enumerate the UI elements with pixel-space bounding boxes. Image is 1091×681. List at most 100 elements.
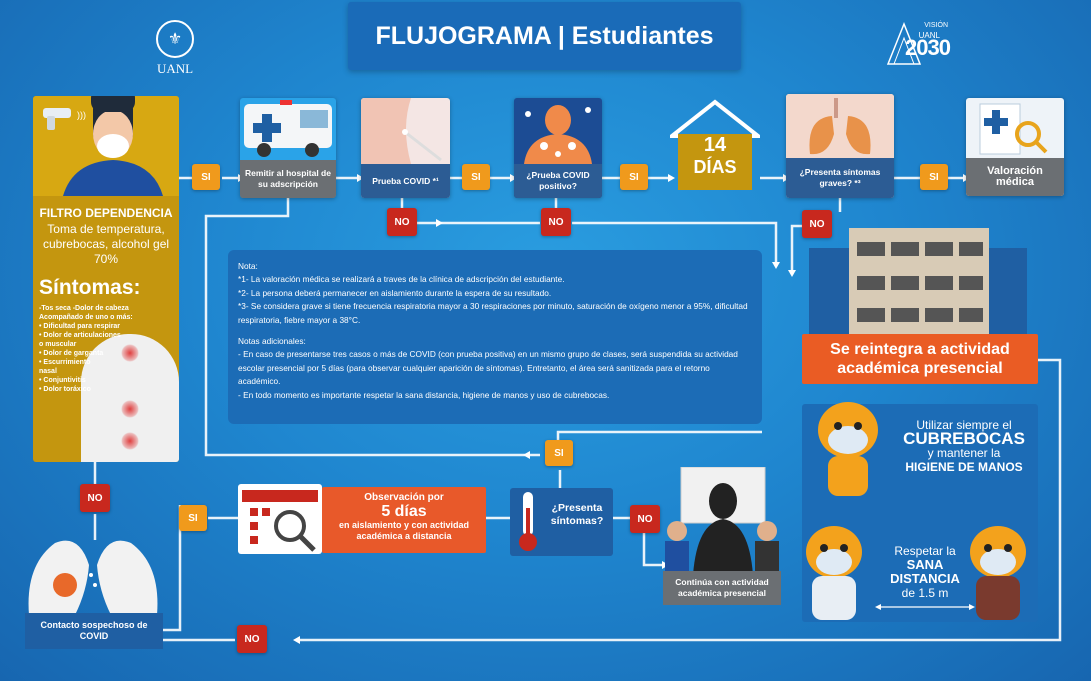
sintomas-title: Síntomas: <box>39 276 141 299</box>
uanl-logo: ⚜ UANL <box>150 20 200 80</box>
presenta-sintomas-label: ¿Presenta síntomas? <box>550 502 604 527</box>
tip-cubrebocas: Utilizar siempre el CUBREBOCAS y mantene… <box>894 418 1034 474</box>
vision-text: VISIÓN <box>924 22 948 29</box>
reintegra-banner: Se reintegra a actividad académica prese… <box>802 334 1038 384</box>
cuarentena-14-dias: 14 DÍAS <box>666 98 764 194</box>
prueba-positivo-card: ¿Prueba COVID positivo? <box>514 98 602 198</box>
prueba-card: Prueba COVID *¹ <box>361 98 450 198</box>
uanl-logo-text: UANL <box>156 61 194 76</box>
note-heading: Nota: <box>238 261 258 271</box>
additional-note: - En caso de presentarse tres casos o má… <box>238 349 738 387</box>
obs-title: Observación por <box>364 492 444 503</box>
classroom-icon <box>665 466 779 575</box>
sintoma-item: • Escurrimiento <box>39 359 91 366</box>
remitir-card: Remitir al hospital de su adscripción <box>240 98 336 198</box>
contacto-card: Contacto sospechoso de COVID <box>25 535 163 649</box>
valoracion-label: Valoración médica <box>966 158 1064 196</box>
tip2-line: de 1.5 m <box>901 586 949 600</box>
additional-heading: Notas adicionales: <box>238 336 306 347</box>
tip-sana-distancia: Respetar la SANA DISTANCIA de 1.5 m <box>872 544 978 614</box>
tip1-highlight: HIGIENE DE MANOS <box>905 460 1023 474</box>
prueba-label: Prueba COVID *¹ <box>361 164 450 198</box>
si-badge: SI <box>462 164 490 190</box>
calendar-magnifier-icon <box>242 490 318 552</box>
vision-2030-logo: VISIÓN UANL 2030 <box>884 18 954 76</box>
swab-test-icon <box>361 98 442 164</box>
distance-arrow-icon <box>875 604 975 610</box>
virus-spread-icon <box>28 540 158 615</box>
no-badge: NO <box>80 484 110 512</box>
ambulance-icon <box>244 100 332 157</box>
presenta-sintomas-card: ¿Presenta síntomas? <box>510 488 613 556</box>
vision-uanl-text: UANL <box>918 31 940 40</box>
remitir-label: Remitir al hospital de su adscripción <box>240 160 336 198</box>
graves-label: ¿Presenta síntomas graves? *³ <box>786 158 894 198</box>
no-badge: NO <box>802 210 832 238</box>
contacto-label: Contacto sospechoso de COVID <box>25 613 163 649</box>
tiger-mascot-icon <box>970 526 1026 620</box>
medical-document-icon <box>979 103 1048 155</box>
note-line: *3- Se considera grave si tiene frecuenc… <box>238 301 748 325</box>
lungs-icon <box>786 94 894 158</box>
sintoma-item: • Dolor de articulaciones <box>39 332 121 339</box>
tip1-line: Utilizar siempre el <box>916 418 1012 432</box>
dias-number: 14 <box>703 134 727 156</box>
sintoma-item: Acompañado de uno o más: <box>39 314 133 321</box>
no-badge: NO <box>387 208 417 236</box>
additional-note: - En todo momento es importante respetar… <box>238 389 610 400</box>
tips-panel: Utilizar siempre el CUBREBOCAS y mantene… <box>802 402 1038 622</box>
calendar-card <box>238 484 322 554</box>
tip2-line: Respetar la <box>894 544 956 558</box>
no-badge: NO <box>237 625 267 653</box>
tip2-highlight: DISTANCIA <box>890 571 960 586</box>
continua-card: Continúa con actividad académica presenc… <box>663 466 781 605</box>
note-line: *1- La valoración médica se realizará a … <box>238 274 565 285</box>
dias-text: 14 DÍAS <box>678 134 752 190</box>
sail-icon <box>886 21 922 65</box>
sintoma-item: -Tos seca -Dolor de cabeza <box>39 305 129 312</box>
obs-days: 5 días <box>381 503 427 520</box>
prueba-positivo-label: ¿Prueba COVID positivo? <box>514 164 602 198</box>
continua-label: Continúa con actividad académica presenc… <box>663 571 781 605</box>
uanl-seal-icon: ⚜ <box>156 20 194 58</box>
graves-card: ¿Presenta síntomas graves? *³ <box>786 94 894 198</box>
filtro-body: Toma de temperatura, cubrebocas, alcohol… <box>42 222 170 266</box>
no-badge: NO <box>541 208 571 236</box>
sintoma-item: • Dolor toráxico <box>39 386 91 393</box>
sintoma-item: • Dificultad para respirar <box>39 323 121 330</box>
vision-year: 2030 <box>905 35 951 60</box>
tiger-mascot-icon <box>806 526 862 620</box>
sintoma-item: nasal <box>39 368 57 375</box>
no-badge: NO <box>630 505 660 533</box>
school-building-illustration <box>809 228 1027 334</box>
worker-with-thermometer-icon: ))) <box>43 96 163 196</box>
tip1-line: y mantener la <box>927 446 1001 460</box>
si-badge: SI <box>545 440 573 466</box>
tiger-mascot-icon <box>818 402 878 496</box>
sintoma-item: o muscular <box>39 341 77 348</box>
si-badge: SI <box>620 164 648 190</box>
tip2-highlight: SANA <box>906 557 944 572</box>
body-silhouette <box>81 334 179 462</box>
screening-illustration: ))) <box>33 96 179 196</box>
filtro-panel: ))) FILTRO DEPENDENCIA Toma de temperatu… <box>33 96 179 462</box>
page-title: FLUJOGRAMA | Estudiantes <box>348 2 741 70</box>
observacion-card: Observación por 5 días en aislamiento y … <box>322 487 486 553</box>
si-badge: SI <box>920 164 948 190</box>
si-badge: SI <box>192 164 220 190</box>
house-icon <box>666 99 764 190</box>
si-badge: SI <box>179 505 207 531</box>
filtro-title: FILTRO DEPENDENCIA <box>39 206 173 220</box>
svg-text:))): ))) <box>77 110 86 120</box>
tip1-highlight: CUBREBOCAS <box>903 429 1025 448</box>
note-line: *2- La persona deberá permanecer en aisl… <box>238 287 552 298</box>
sintomas-list: -Tos seca -Dolor de cabeza Acompañado de… <box>39 304 133 394</box>
notes-panel: Nota: *1- La valoración médica se realiz… <box>228 250 762 424</box>
valoracion-card: Valoración médica <box>966 98 1064 196</box>
thermometer-icon <box>519 492 537 551</box>
obs-body: en aislamiento y con actividad académica… <box>338 520 470 541</box>
sintoma-item: • Dolor de garganta <box>39 350 104 357</box>
dias-word: DÍAS <box>693 157 737 177</box>
